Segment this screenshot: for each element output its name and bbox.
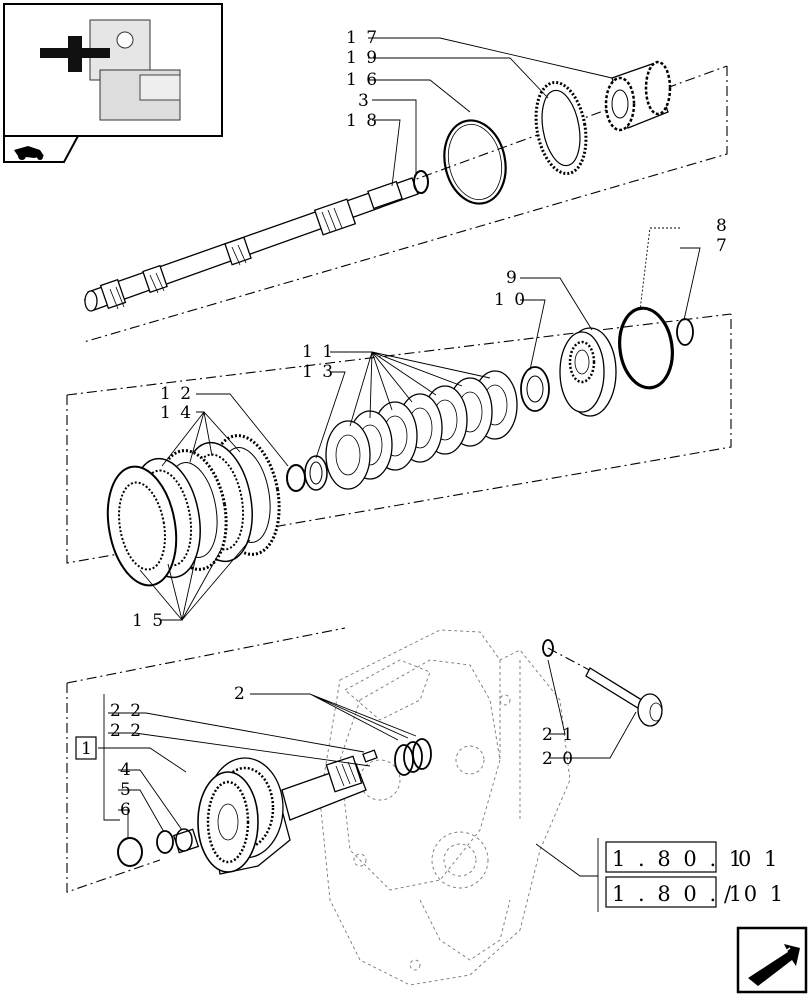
callout-6: 6	[120, 800, 133, 820]
callout-7: 7	[716, 236, 729, 256]
callout-5: 5	[120, 780, 133, 800]
reference-link-1[interactable]: 1 . 8 0 . 1 0 1	[605, 841, 780, 873]
callout-1: 1	[81, 739, 94, 759]
axis-line-bolt	[547, 647, 609, 681]
callout-8: 8	[716, 216, 729, 236]
reference-link-2[interactable]: 1 . 8 0 . 1 / 0 1	[605, 876, 786, 908]
part-18-shaft	[84, 177, 419, 312]
part-12-snap-ring	[286, 464, 306, 492]
callout-1-box[interactable]: 1	[75, 736, 97, 760]
part-3-ring	[413, 170, 429, 194]
callout-10: 1 0	[494, 290, 527, 310]
thumbnail-assembly-image	[40, 19, 181, 121]
part-22-pin	[362, 749, 378, 763]
leader-lines	[98, 37, 701, 877]
part-10-washer	[520, 366, 550, 412]
ghost-housing	[319, 629, 571, 986]
frame-lower-left	[66, 683, 161, 893]
callout-21: 2 1	[542, 725, 575, 745]
reference-2-code: 1 . 8 0 . 1	[612, 882, 745, 906]
part-17-gear	[604, 60, 672, 132]
part-6-snap-ring	[117, 837, 143, 867]
callout-19: 1 9	[346, 48, 379, 68]
part-8-o-ring	[618, 306, 674, 390]
part-14-15-clutch-discs	[106, 434, 281, 587]
callout-17: 1 7	[346, 28, 379, 48]
next-page-button[interactable]	[736, 926, 808, 994]
callout-14: 1 4	[160, 403, 193, 423]
axis-line-middle	[66, 313, 732, 396]
part-21-ring	[542, 639, 554, 657]
part-1-clutch-drum	[172, 755, 367, 875]
reference-1-code: 1 . 8 0 . 1	[612, 847, 745, 871]
part-19-toothed-disc	[534, 81, 588, 175]
next-page-arrow-icon	[748, 944, 800, 986]
part-9-piston	[559, 327, 617, 417]
callout-3: 3	[358, 91, 371, 111]
callout-2: 2	[234, 684, 247, 704]
callout-4: 4	[120, 760, 133, 780]
reference-1-suffix: 0 1	[738, 847, 780, 871]
callout-16: 1 6	[346, 70, 379, 90]
part-11-belleville-springs	[325, 370, 518, 490]
reference-2-suffix: / 0 1	[724, 882, 786, 906]
frame-upper	[83, 66, 728, 343]
thumbnail-locator[interactable]	[3, 3, 223, 137]
part-20-bolt	[585, 667, 663, 727]
part-5-washer	[156, 830, 174, 854]
tractor-icon-tab[interactable]	[3, 135, 80, 163]
frame-middle	[66, 314, 732, 564]
callout-22-b: 2 2	[110, 721, 143, 741]
part-4-key	[175, 828, 193, 852]
callout-15: 1 5	[132, 611, 165, 631]
part-13-washer	[304, 455, 328, 491]
tractor-icon	[14, 146, 44, 160]
callout-12: 1 2	[160, 384, 193, 404]
callout-9: 9	[506, 268, 519, 288]
axis-line-lower	[66, 627, 346, 684]
part-2-seal-rings	[394, 738, 432, 776]
callout-13: 1 3	[302, 362, 335, 382]
part-7-o-ring	[676, 318, 694, 346]
callout-18: 1 8	[346, 111, 379, 131]
callout-11: 1 1	[302, 342, 335, 362]
part-16-snap-ring	[443, 119, 507, 205]
callout-20: 2 0	[542, 749, 575, 769]
callout-22-a: 2 2	[110, 701, 143, 721]
